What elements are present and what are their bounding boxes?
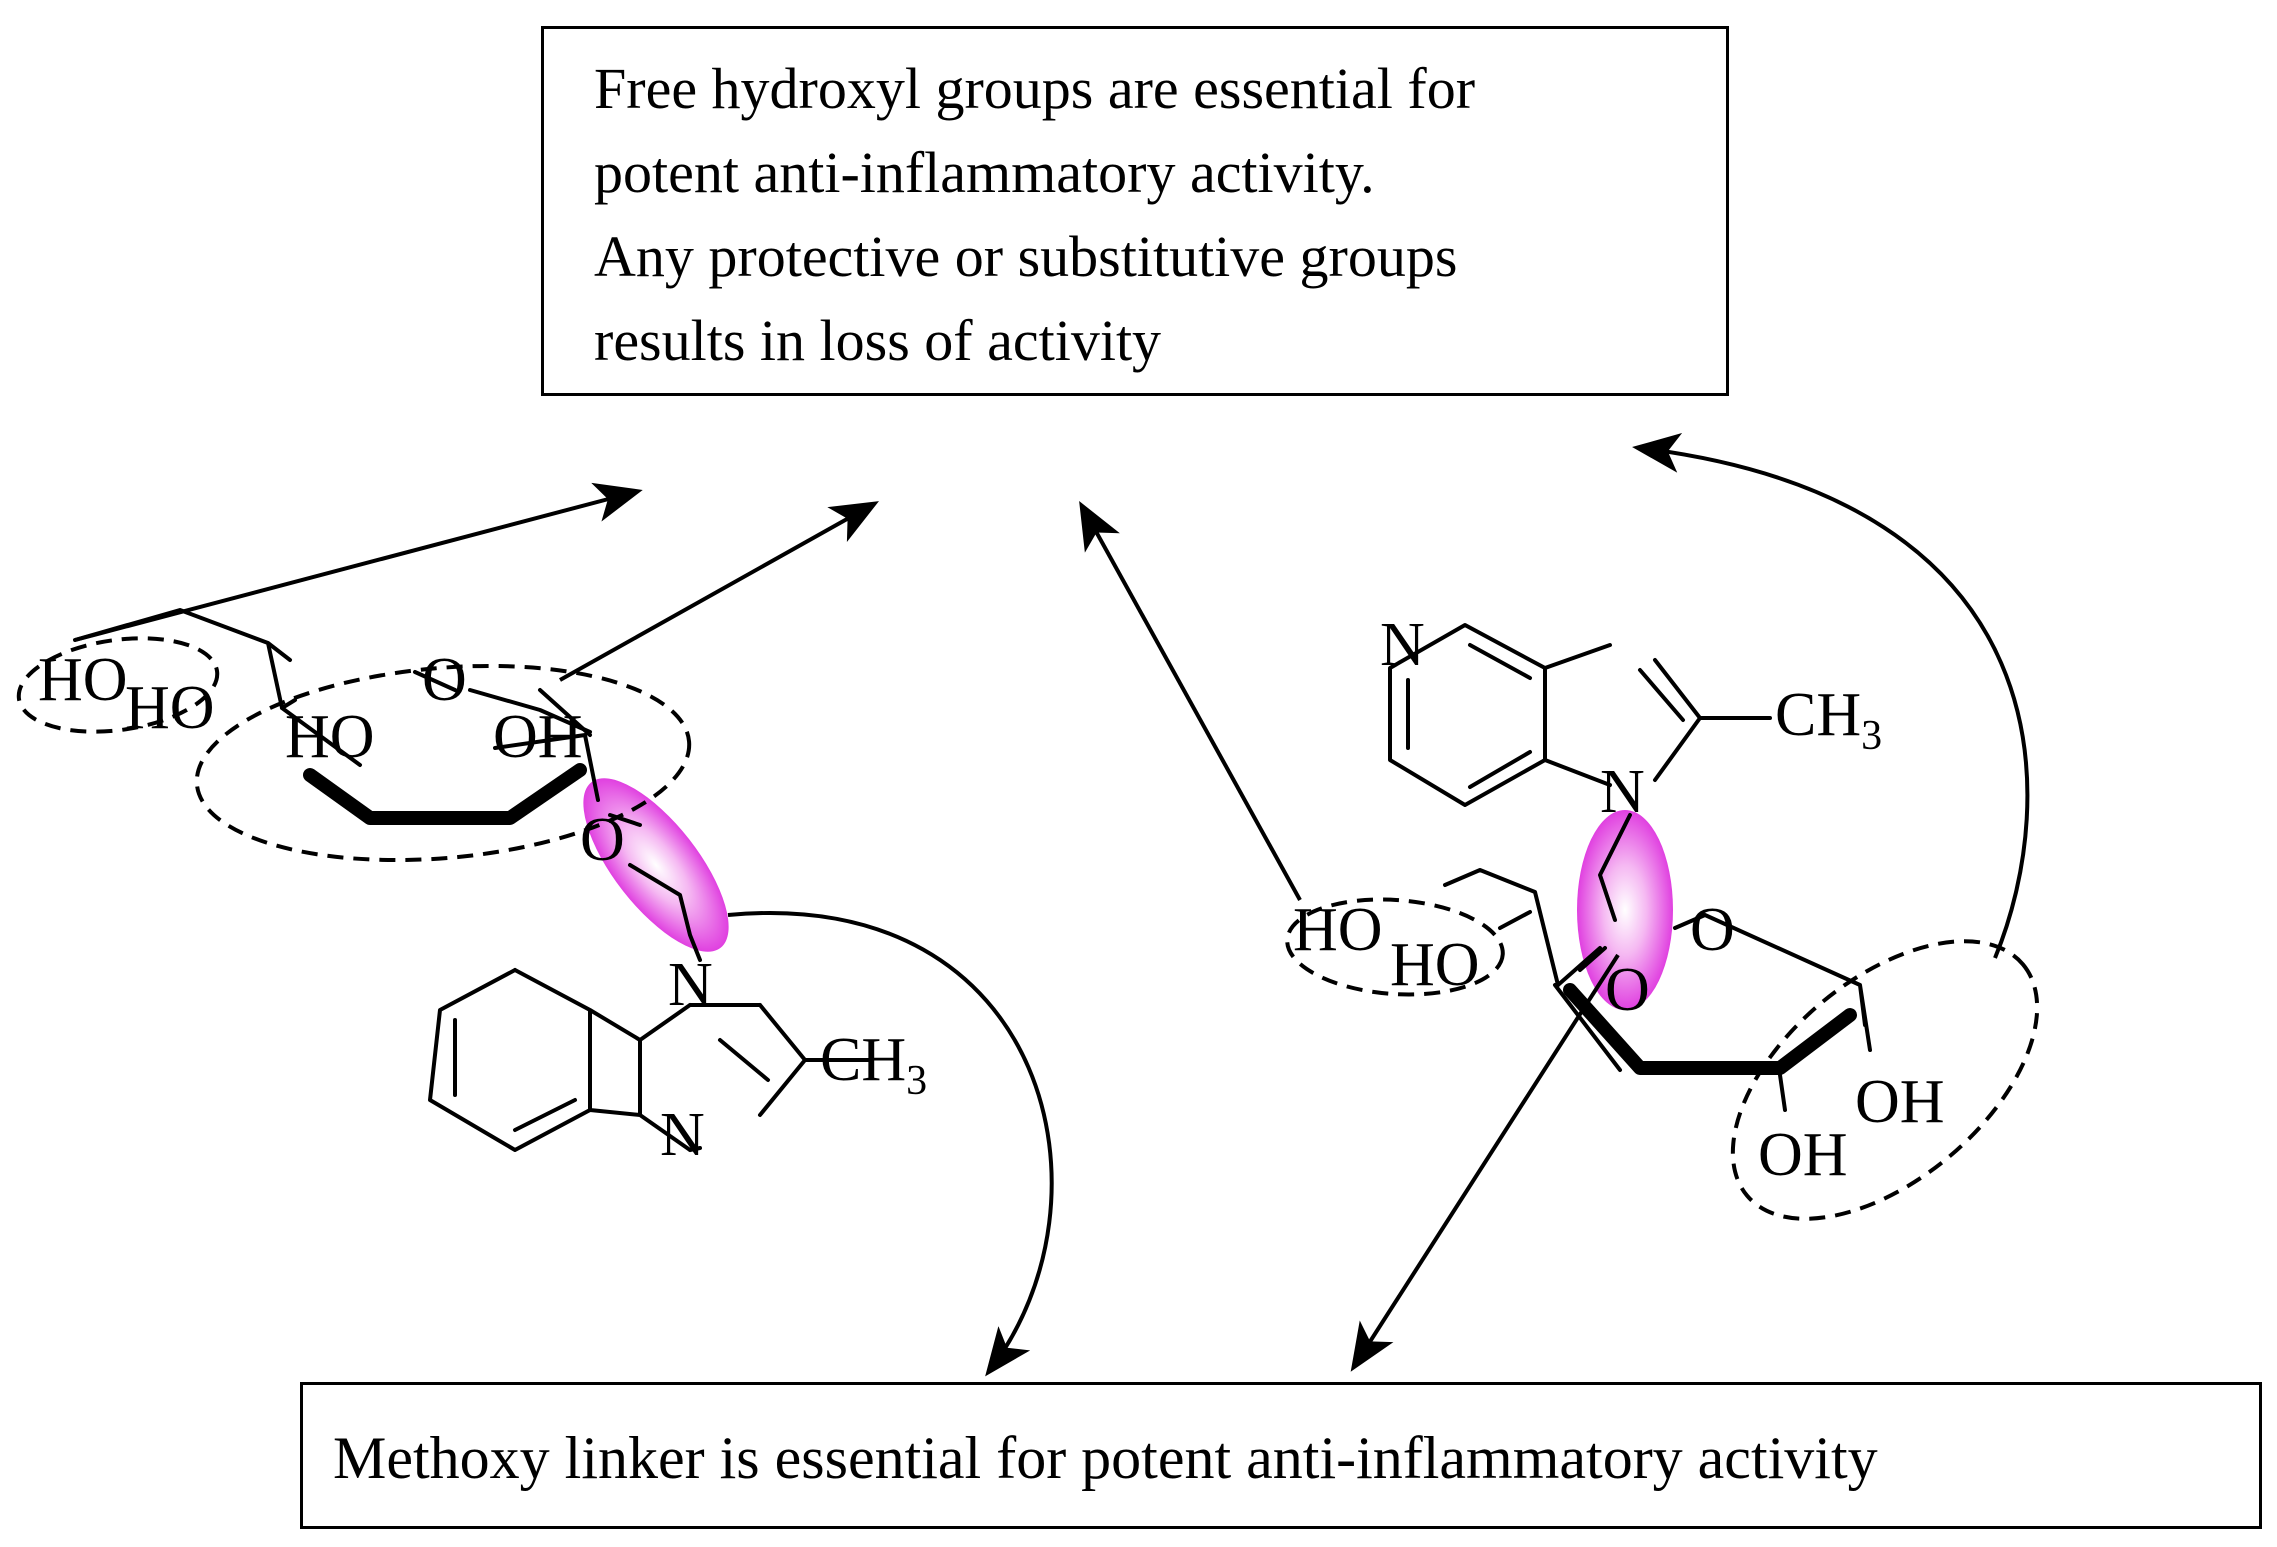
- left-molecule: HO HO HO OH O O N N CH3: [16, 608, 927, 1169]
- right-ho-label-2: HO: [1390, 931, 1480, 999]
- arrow-right-linker-to-bottom: [1350, 953, 1620, 1372]
- arrow-left-ho-to-top: [74, 482, 643, 642]
- arrow-right-oh-to-top: [1632, 433, 2030, 959]
- right-benzimidazole-bonds: [1388, 623, 1772, 807]
- right-ring-o-label: O: [1690, 896, 1735, 964]
- right-n-top-label: N: [1380, 611, 1425, 679]
- right-molecule: N N CH3 HO HO O O OH OH: [1285, 611, 2040, 1221]
- right-sugar-bonds: [1443, 868, 1872, 1112]
- arrows: [74, 433, 2030, 1377]
- methoxy-note-box: Methoxy linker is essential for potent a…: [300, 1382, 2262, 1529]
- hydroxyl-note-box: Free hydroxyl groups are essential for p…: [541, 26, 1729, 396]
- right-ch-text: CH: [1775, 681, 1861, 749]
- right-oh-label-1: OH: [1855, 1068, 1945, 1136]
- hydroxyl-note-line-4: results in loss of activity: [594, 308, 1162, 373]
- right-n-bottom-label: N: [1600, 758, 1645, 826]
- left-linker-bonds: [608, 813, 702, 962]
- arrow-right-ho-to-top: [1079, 501, 1302, 901]
- left-ch-subscript: 3: [906, 1058, 927, 1104]
- left-oh-label-1: OH: [493, 703, 583, 771]
- left-ho-dashed-ellipse-1: [16, 636, 220, 734]
- left-sugar-bonds: [73, 608, 600, 802]
- methoxy-note-text: Methoxy linker is essential for potent a…: [333, 1425, 1878, 1491]
- right-oh-dashed-ellipse-2: [1730, 939, 2040, 1221]
- hydroxyl-note-line-3: Any protective or substitutive groups: [594, 224, 1458, 289]
- right-ch3-label: CH3: [1775, 681, 1882, 759]
- left-ho-label-3: HO: [285, 703, 375, 771]
- left-ho-dashed-ellipse-2: [194, 663, 692, 863]
- left-ho-label-1: HO: [38, 646, 128, 714]
- arrow-left-linker-to-bottom: [727, 911, 1054, 1377]
- left-ch-text: CH: [820, 1026, 906, 1094]
- left-ring-o-label: O: [422, 646, 467, 714]
- right-linker-bonds: [1578, 813, 1632, 972]
- left-benzimidazole-bonds: [428, 968, 872, 1152]
- left-ring-oxygen-bonds: [413, 670, 592, 734]
- hydroxyl-note-line-1: Free hydroxyl groups are essential for: [594, 56, 1476, 121]
- left-ho-label-2: HO: [125, 674, 215, 742]
- right-methoxy-highlight: [1577, 810, 1673, 1010]
- arrow-left-oh-to-top: [559, 501, 879, 682]
- hydroxyl-note-line-2: potent anti-inflammatory activity.: [594, 140, 1375, 205]
- left-ch3-label: CH3: [820, 1026, 927, 1104]
- right-ch-subscript: 3: [1861, 713, 1882, 759]
- left-ring-wedge: [303, 763, 587, 825]
- right-ho-label-1: HO: [1293, 896, 1383, 964]
- right-ho-dashed-ellipse-1: [1285, 897, 1505, 997]
- left-methoxy-highlight: [583, 778, 729, 952]
- left-linker-o-label: O: [580, 806, 625, 874]
- left-n2-label: N: [660, 1101, 705, 1169]
- right-oh-label-2: OH: [1758, 1121, 1848, 1189]
- left-n1-label: N: [668, 951, 713, 1019]
- right-ring-wedge: [1563, 983, 1857, 1075]
